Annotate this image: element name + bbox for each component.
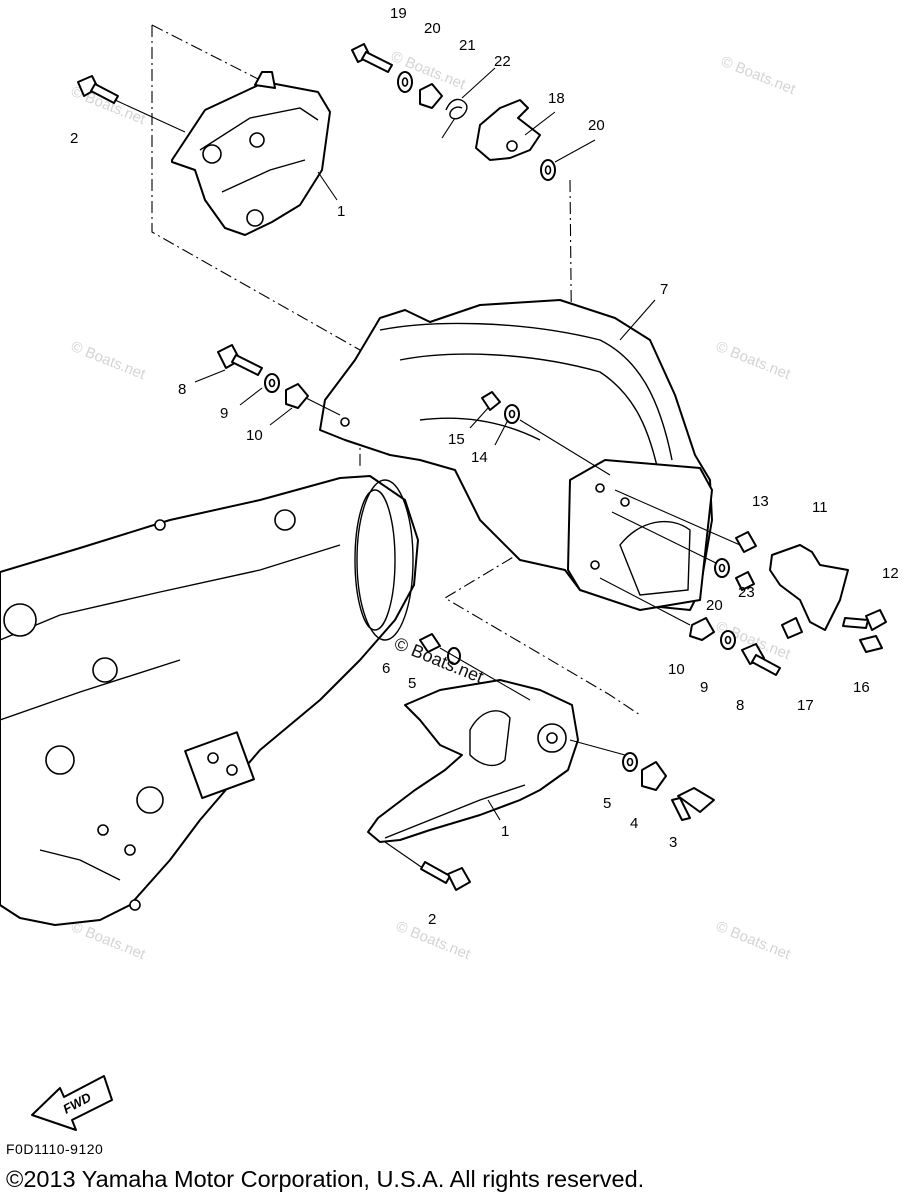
callout-20: 20 xyxy=(706,597,723,614)
upper-mount-bracket xyxy=(171,71,331,236)
callout-leaders xyxy=(194,67,656,821)
intake-housing xyxy=(0,475,419,926)
callout-12: 12 xyxy=(882,565,899,582)
callout-9: 9 xyxy=(700,679,708,696)
callout-4: 4 xyxy=(630,815,638,832)
watermark: © Boats.net xyxy=(69,338,149,384)
callout-labels: 19 20 21 22 18 20 2 1 7 8 9 10 15 14 13 … xyxy=(70,5,899,928)
callout-1: 1 xyxy=(337,203,345,220)
right-hardware-group xyxy=(599,489,887,676)
callout-2: 2 xyxy=(428,911,436,928)
callout-9: 9 xyxy=(220,405,228,422)
callout-20: 20 xyxy=(588,117,605,134)
callout-5: 5 xyxy=(408,675,416,692)
watermark: © Boats.net xyxy=(714,338,794,384)
overlay-watermark: © Boats.net xyxy=(392,633,487,687)
watermark: © Boats.net xyxy=(714,918,794,964)
callout-22: 22 xyxy=(494,53,511,70)
callout-20: 20 xyxy=(424,20,441,37)
callout-14: 14 xyxy=(471,449,488,466)
watermark: © Boats.net xyxy=(719,53,799,99)
callout-5: 5 xyxy=(603,795,611,812)
lower-mount-bracket xyxy=(367,679,626,843)
callout-3: 3 xyxy=(669,834,677,851)
callout-23: 23 xyxy=(738,584,755,601)
callout-2: 2 xyxy=(70,130,78,147)
bolt-2-bottom xyxy=(384,841,471,891)
jet-pump-housing xyxy=(319,299,713,611)
callout-8: 8 xyxy=(736,697,744,714)
callout-1: 1 xyxy=(501,823,509,840)
watermark: © Boats.net xyxy=(69,918,149,964)
callout-7: 7 xyxy=(660,281,668,298)
bolt-2-top xyxy=(77,75,186,133)
callout-18: 18 xyxy=(548,90,565,107)
callout-16: 16 xyxy=(853,679,870,696)
callout-11: 11 xyxy=(812,499,828,516)
washer-nut-14-15 xyxy=(481,391,611,476)
callout-6: 6 xyxy=(382,660,390,677)
copyright-notice: ©2013 Yamaha Motor Corporation, U.S.A. A… xyxy=(6,1166,645,1192)
left-hardware-group xyxy=(217,344,341,416)
lower-hardware-group xyxy=(419,633,715,821)
fwd-arrow: FWD xyxy=(31,1075,113,1131)
callout-10: 10 xyxy=(246,427,263,444)
callout-13: 13 xyxy=(752,493,769,510)
callout-19: 19 xyxy=(390,5,407,22)
callout-8: 8 xyxy=(178,381,186,398)
callout-10: 10 xyxy=(668,661,685,678)
callout-17: 17 xyxy=(797,697,814,714)
diagram-reference-code: F0D1110-9120 xyxy=(6,1141,104,1157)
callout-21: 21 xyxy=(459,37,476,54)
callout-15: 15 xyxy=(448,431,465,448)
top-hardware-group xyxy=(351,43,556,181)
